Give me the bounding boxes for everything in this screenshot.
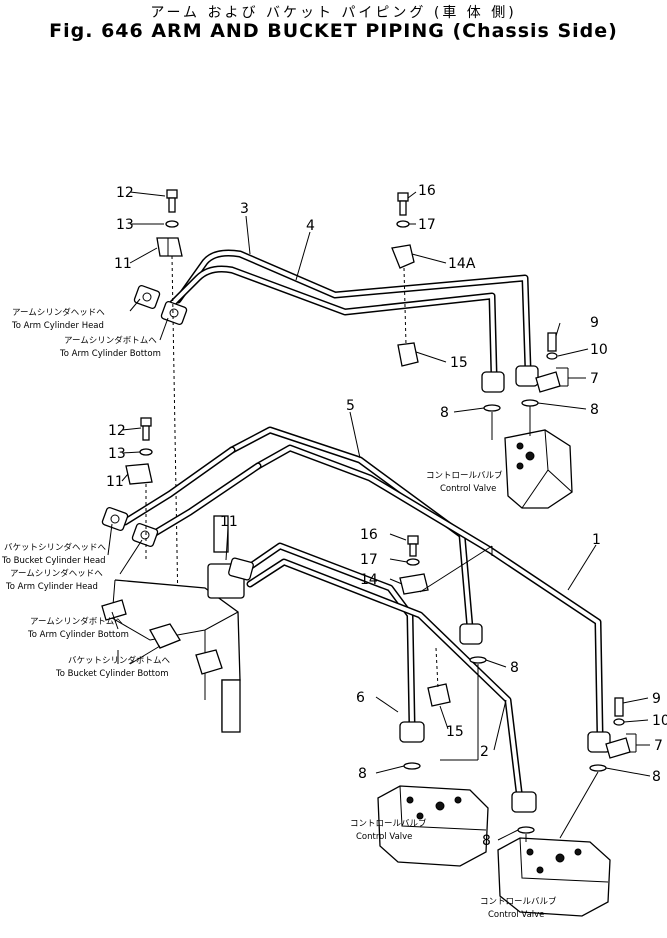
label-arm-bottom-jp: アームシリンダボトムへ bbox=[64, 335, 157, 346]
callout-4: 4 bbox=[306, 218, 315, 234]
fittings-lower bbox=[399, 623, 637, 834]
callout-14a: 14A bbox=[448, 256, 476, 272]
label-cv1-en: Control Valve bbox=[440, 484, 496, 494]
callout-8-e: 8 bbox=[652, 769, 661, 785]
label-arm-bottom2-jp: アームシリンダボトムへ bbox=[30, 616, 123, 627]
pipe-5 bbox=[228, 426, 474, 632]
callout-15-lower: 15 bbox=[446, 724, 464, 740]
label-bucket-bottom-jp: バケットシリンダボトムへ bbox=[68, 655, 171, 666]
pipe-1 bbox=[254, 444, 604, 739]
leader-lines bbox=[107, 191, 651, 841]
callout-15-upper: 15 bbox=[450, 355, 468, 371]
callout-16-upper: 16 bbox=[418, 183, 436, 199]
callout-6: 6 bbox=[356, 690, 365, 706]
label-arm-bottom-en: To Arm Cylinder Bottom bbox=[59, 349, 161, 359]
callout-8-f: 8 bbox=[482, 833, 491, 849]
callout-8-b: 8 bbox=[590, 402, 599, 418]
callout-12-upper: 12 bbox=[116, 185, 134, 201]
callout-numbers: 12 13 11 3 4 16 17 14A 15 9 10 7 8 8 5 1… bbox=[106, 183, 667, 849]
pipe-4 bbox=[164, 265, 498, 379]
callout-9-upper: 9 bbox=[590, 315, 599, 331]
callout-9-lower: 9 bbox=[652, 691, 661, 707]
callout-2: 2 bbox=[480, 744, 489, 760]
callout-11-upper: 11 bbox=[114, 256, 132, 272]
title-english: Fig. 646 ARM AND BUCKET PIPING (Chassis … bbox=[49, 20, 618, 42]
bolt-12-upper bbox=[165, 189, 179, 611]
callout-8-c: 8 bbox=[510, 660, 519, 676]
callout-8-d: 8 bbox=[358, 766, 367, 782]
callout-11-lower: 11 bbox=[220, 514, 238, 530]
callout-10-upper: 10 bbox=[590, 342, 608, 358]
text-labels: アームシリンダヘッドへ To Arm Cylinder Head アームシリンダ… bbox=[1, 307, 557, 920]
pipe-2 bbox=[246, 558, 524, 804]
label-cv2-jp: コントロールバルブ bbox=[350, 818, 427, 829]
label-cv3-en: Control Valve bbox=[488, 910, 544, 920]
callout-7-upper: 7 bbox=[590, 371, 599, 387]
callout-17-upper: 17 bbox=[418, 217, 436, 233]
bolt-16-upper bbox=[391, 192, 419, 367]
fittings-upper-right bbox=[481, 332, 569, 412]
callout-14: 14 bbox=[360, 572, 378, 588]
label-arm-head2-jp: アームシリンダヘッドへ bbox=[10, 568, 103, 579]
callout-1: 1 bbox=[592, 532, 601, 548]
callout-16-lower: 16 bbox=[360, 527, 378, 543]
pipe-3 bbox=[174, 249, 532, 374]
control-valve-1 bbox=[491, 406, 573, 509]
callout-8-a: 8 bbox=[440, 405, 449, 421]
flanges-middle-left bbox=[101, 417, 159, 560]
label-arm-bottom2-en: To Arm Cylinder Bottom bbox=[27, 630, 129, 640]
label-arm-head-jp: アームシリンダヘッドへ bbox=[12, 307, 105, 318]
label-cv3-jp: コントロールバルブ bbox=[480, 896, 557, 907]
callout-12-middle: 12 bbox=[108, 423, 126, 439]
callout-5: 5 bbox=[346, 398, 355, 414]
callout-7-lower: 7 bbox=[654, 738, 663, 754]
clamp-14-lower bbox=[399, 535, 493, 707]
callout-3: 3 bbox=[240, 201, 249, 217]
label-bucket-bottom-en: To Bucket Cylinder Bottom bbox=[55, 669, 169, 679]
pipe-stubs bbox=[121, 446, 262, 540]
pipe-6 bbox=[244, 542, 416, 729]
control-valve-3 bbox=[497, 771, 611, 917]
bracket-lower-left bbox=[101, 515, 254, 733]
title-japanese: アーム および バケット パイピング (車 体 側) bbox=[150, 5, 517, 21]
label-cv1-jp: コントロールバルブ bbox=[426, 470, 503, 481]
label-arm-head2-en: To Arm Cylinder Head bbox=[5, 582, 98, 592]
clamp-11-upper bbox=[156, 237, 183, 257]
callout-17-lower: 17 bbox=[360, 552, 378, 568]
label-bucket-head-jp: バケットシリンダヘッドへ bbox=[4, 542, 107, 553]
flange-upper-left bbox=[133, 284, 188, 326]
label-arm-head-en: To Arm Cylinder Head bbox=[11, 321, 104, 331]
callout-13-middle: 13 bbox=[108, 446, 126, 462]
control-valve-2 bbox=[377, 785, 489, 867]
label-bucket-head-en: To Bucket Cylinder Head bbox=[1, 556, 106, 566]
callout-10-lower: 10 bbox=[652, 713, 667, 729]
label-cv2-en: Control Valve bbox=[356, 832, 412, 842]
callout-13-upper: 13 bbox=[116, 217, 134, 233]
callout-11-middle: 11 bbox=[106, 474, 124, 490]
